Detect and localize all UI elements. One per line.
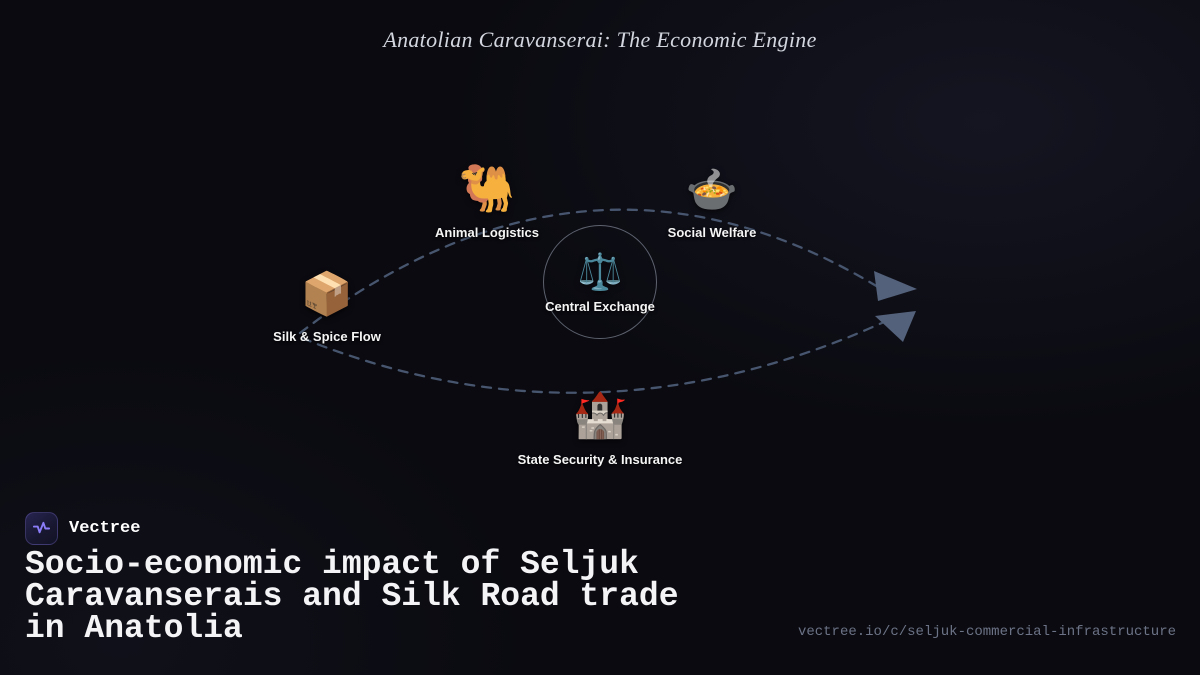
node-label-animal-logistics: Animal Logistics: [434, 225, 540, 241]
waveform-logo-icon: [32, 521, 51, 534]
flow-arrow-top-icon: [874, 271, 917, 301]
flow-path-bottom: [300, 320, 886, 394]
camel-icon: 🐫: [458, 162, 516, 214]
node-animal-logistics: 🐫 Animal Logistics: [434, 162, 540, 241]
node-label-silk-spice-flow: Silk & Spice Flow: [273, 329, 381, 345]
brand-row: Vectree: [25, 512, 140, 545]
node-silk-spice-flow: 📦 Silk & Spice Flow: [273, 270, 381, 345]
node-social-welfare: 🍲 Social Welfare: [667, 166, 757, 241]
vectree-logo: [25, 512, 58, 545]
card-heading: Socio-economic impact of Seljuk Caravans…: [25, 546, 679, 647]
balance-scale-icon: ⚖️: [577, 251, 623, 292]
node-label-social-welfare: Social Welfare: [667, 225, 757, 241]
footer-url: vectree.io/c/seljuk-commercial-infrastru…: [797, 624, 1176, 640]
brand-name: Vectree: [69, 519, 141, 538]
flow-arrow-bottom-icon: [875, 311, 916, 342]
pot-of-food-icon: 🍲: [685, 166, 739, 213]
node-label-state-security-insurance: State Security & Insurance: [517, 452, 683, 468]
package-icon: 📦: [300, 270, 354, 317]
page-title: Anatolian Caravanserai: The Economic Eng…: [383, 27, 817, 52]
flow-path-top: [298, 208, 880, 335]
node-label-central-exchange: Central Exchange: [545, 299, 655, 314]
castle-icon: 🏰: [572, 391, 628, 440]
node-state-security-insurance: 🏰 State Security & Insurance: [517, 391, 683, 468]
node-central-exchange: ⚖️ Central Exchange: [543, 225, 657, 339]
